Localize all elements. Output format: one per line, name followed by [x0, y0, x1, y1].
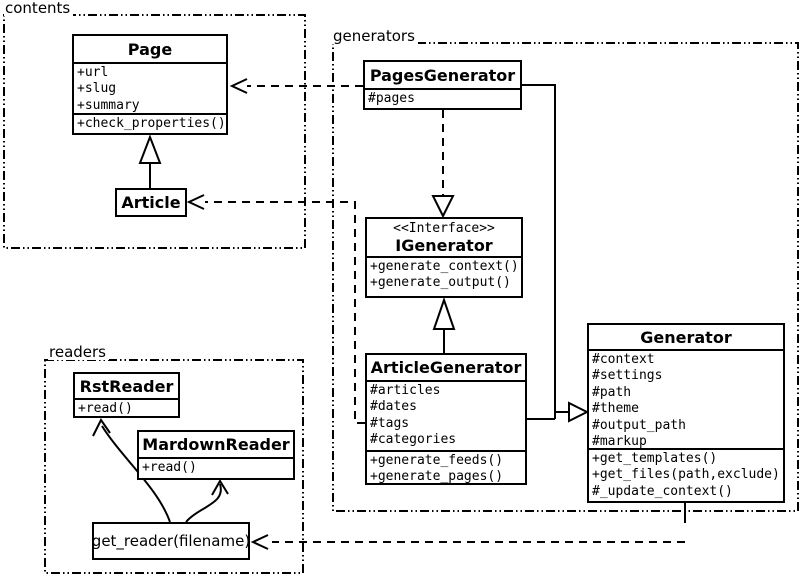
class-page: Page +url +slug +summary +check_properti…	[72, 34, 228, 135]
package-readers-border	[44, 359, 304, 574]
edge-generator-depends-getreader	[250, 503, 686, 550]
class-article: Article	[115, 188, 187, 217]
class-article-title: Article	[121, 193, 181, 212]
method: +generate_context()	[370, 259, 519, 274]
method: +generate_output()	[370, 275, 511, 291]
class-igenerator-header: <<Interface>> IGenerator	[367, 219, 521, 258]
class-articlegenerator-attributes: #articles #dates #tags #categories	[367, 382, 525, 452]
attribute: #dates	[370, 399, 417, 415]
class-articlegenerator-title: ArticleGenerator	[367, 355, 525, 382]
node-get-reader: get_reader(filename)	[92, 522, 250, 560]
edge-pagesgenerator-realizes-igenerator	[431, 110, 455, 219]
class-pagesgenerator-title: PagesGenerator	[365, 62, 520, 90]
class-igenerator-methods: +generate_context() +generate_output()	[367, 258, 521, 296]
stereotype-label: <<Interface>>	[393, 220, 495, 236]
class-igenerator-title: IGenerator	[395, 235, 493, 255]
class-page-title: Page	[74, 36, 226, 64]
edge-getreader-to-mardownreader	[185, 479, 229, 523]
attribute: #settings	[592, 368, 663, 384]
package-generators-border	[332, 42, 799, 512]
class-mardownreader: MardownReader +read()	[137, 430, 295, 480]
class-mardownreader-methods: +read()	[139, 459, 293, 478]
attribute: #context	[592, 352, 655, 367]
method: +read()	[142, 460, 197, 475]
class-rstreader-methods: +read()	[75, 400, 178, 416]
attribute: +url	[77, 65, 109, 80]
package-contents-border	[3, 14, 306, 249]
attribute: #path	[592, 384, 632, 400]
class-igenerator: <<Interface>> IGenerator +generate_conte…	[365, 217, 523, 298]
method: +get_templates()	[592, 451, 718, 466]
attribute: #theme	[592, 401, 639, 417]
attribute: #output_path	[592, 417, 686, 433]
method: +get_files(path,exclude)	[592, 467, 780, 483]
method: +generate_pages()	[370, 469, 504, 485]
package-label-contents: contents	[4, 1, 74, 16]
edge-pagesgenerator-depends-page	[229, 78, 363, 94]
class-articlegenerator: ArticleGenerator #articles #dates #tags …	[365, 353, 527, 485]
class-pagesgenerator-attributes: #pages	[365, 90, 520, 108]
edge-articlegenerator-depends-article	[186, 194, 365, 424]
class-rstreader: RstReader +read()	[73, 372, 180, 418]
open-arrowhead-icon	[211, 479, 229, 496]
open-arrowhead-icon	[186, 194, 205, 210]
edge-articlegenerator-realizes-igenerator	[432, 296, 456, 353]
class-generator-title: Generator	[589, 325, 783, 351]
class-articlegenerator-methods: +generate_feeds() +generate_pages()	[367, 452, 525, 485]
open-arrowhead-icon	[92, 418, 111, 437]
attribute: #articles	[370, 383, 441, 398]
attribute: #tags	[370, 415, 410, 431]
method: +check_properties()	[77, 116, 226, 131]
package-label-generators: generators	[332, 29, 418, 44]
class-rstreader-title: RstReader	[75, 374, 178, 400]
open-arrowhead-icon	[229, 78, 248, 94]
class-generator-methods: +get_templates() +get_files(path,exclude…	[589, 450, 783, 501]
attribute: #pages	[368, 91, 415, 106]
package-label-readers: readers	[48, 345, 109, 360]
class-generator: Generator #context #settings #path #them…	[587, 323, 785, 503]
class-generator-attributes: #context #settings #path #theme #output_…	[589, 351, 783, 450]
class-page-methods: +check_properties()	[74, 115, 226, 133]
method: +generate_feeds()	[370, 453, 504, 468]
class-page-attributes: +url +slug +summary	[74, 64, 226, 115]
attribute: #markup	[592, 434, 647, 450]
method: +read()	[78, 401, 133, 416]
class-pagesgenerator: PagesGenerator #pages	[363, 60, 522, 110]
attribute: +summary	[77, 97, 140, 113]
attribute: +slug	[77, 81, 117, 97]
method: #_update_context()	[592, 483, 733, 499]
attribute: #categories	[370, 432, 457, 448]
edge-article-inherits-page	[138, 134, 162, 188]
edge-generators-inherit-generator	[522, 84, 590, 423]
open-arrowhead-icon	[250, 534, 269, 550]
class-mardownreader-title: MardownReader	[139, 432, 293, 459]
